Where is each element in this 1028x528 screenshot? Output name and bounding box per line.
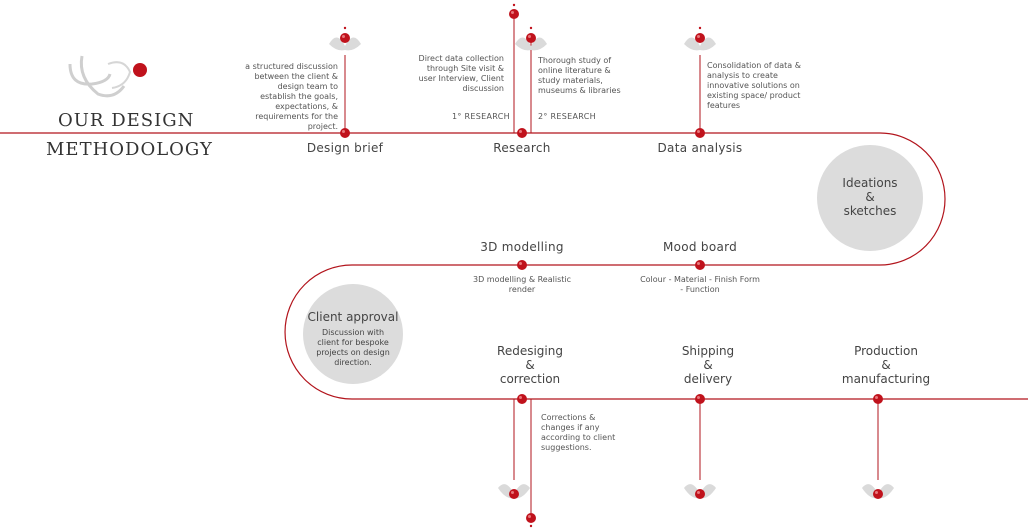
timeline-path: [0, 132, 1028, 400]
marker-design-brief: [340, 128, 350, 138]
lotus-icon-research-secondary: [515, 26, 547, 51]
marker-production: [873, 394, 883, 404]
research-label: Research: [493, 141, 551, 155]
design-brief-label: Design brief: [306, 141, 384, 155]
client-approval-label: Client approval: [307, 310, 399, 324]
redesigning-line1: Redesiging: [497, 344, 563, 358]
lotus-icon-data-analysis: [684, 26, 716, 51]
client-approval-description: Discussion with client for bespoke proje…: [316, 328, 390, 367]
shipping-line3: delivery: [683, 372, 733, 386]
shipping-label: Shipping & delivery: [648, 344, 768, 386]
ideations-bubble: Ideations & sketches: [817, 145, 923, 251]
ideations-line2: &: [865, 190, 875, 204]
brand-logo: [68, 55, 147, 98]
production-line1: Production: [854, 344, 918, 358]
lotus-icon-research-primary: [509, 3, 519, 19]
research-secondary-label: 2° RESEARCH: [538, 112, 596, 121]
marker-shipping: [695, 394, 705, 404]
marker-data-analysis: [695, 128, 705, 138]
redesigning-line3: correction: [499, 372, 561, 386]
redesigning-line2: &: [525, 358, 535, 372]
research-primary-description: Direct data collection through Site visi…: [418, 54, 504, 93]
lotus-icon-design-brief: [329, 26, 361, 51]
ideations-line3: sketches: [843, 204, 897, 218]
lotus-icon-production: [862, 484, 894, 499]
redesigning-label: Redesiging & correction: [470, 344, 590, 386]
data-analysis-label: Data analysis: [657, 141, 743, 155]
3d-modelling-label: 3D modelling: [480, 240, 564, 254]
marker-3d-modelling: [517, 260, 527, 270]
research-primary-label: 1° RESEARCH: [452, 112, 510, 121]
lotus-icon-redesign-secondary: [526, 513, 536, 528]
lotus-icon-redesign: [498, 484, 530, 499]
lotus-icon-shipping: [684, 484, 716, 499]
3d-modelling-description: 3D modelling & Realistic render: [472, 275, 571, 294]
page-title-line2: METHODOLOGY: [46, 139, 213, 160]
mood-board-description: Colour - Material - Finish Form - Functi…: [640, 275, 760, 294]
marker-redesign: [517, 394, 527, 404]
design-brief-description: a structured discussion between the clie…: [245, 62, 338, 131]
ideations-line1: Ideations: [842, 176, 898, 190]
research-secondary-description: Thorough study of online literature & st…: [538, 56, 621, 95]
data-analysis-description: Consolidation of data & analysis to crea…: [707, 61, 801, 110]
production-label: Production & manufacturing: [821, 344, 951, 386]
production-line2: &: [881, 358, 891, 372]
production-line3: manufacturing: [841, 372, 931, 386]
page-title-line1: OUR DESIGN: [58, 110, 195, 131]
redesigning-description: Corrections & changes if any according t…: [541, 413, 616, 452]
mood-board-label: Mood board: [662, 240, 738, 254]
client-approval-bubble: Client approval Discussion with client f…: [303, 284, 403, 384]
shipping-line1: Shipping: [681, 344, 735, 358]
marker-research: [517, 128, 527, 138]
shipping-line2: &: [703, 358, 713, 372]
marker-mood-board: [695, 260, 705, 270]
